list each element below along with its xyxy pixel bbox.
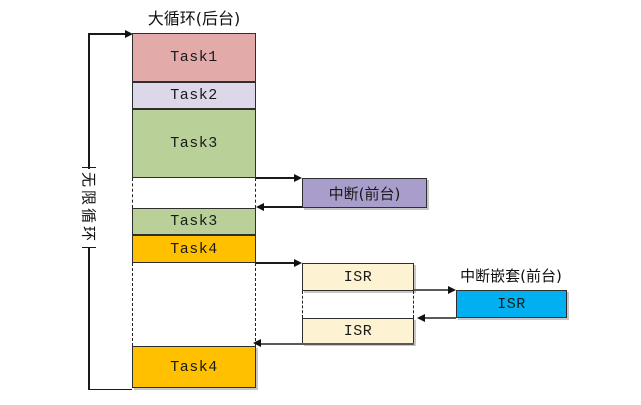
task2-box: Task2 [132,82,256,109]
arrow-to-nested-isr-head-icon [448,285,456,294]
task4-box: Task4 [132,235,256,263]
loop-tick-bottom [82,246,96,248]
task3-resume-box: Task3 [132,208,256,235]
arrow-from-nested-isr-head-icon [417,313,425,322]
gap1-dashed-left [132,178,133,208]
arrow-from-isr2-line [261,342,414,345]
isr1-box: ISR [302,263,414,291]
arrow-from-nested-isr-line [425,317,456,319]
loop-line-bottom [88,388,132,390]
loop-tick-top [82,166,96,168]
arrow-from-interrupt-head-icon [256,202,264,211]
arrow-to-interrupt-head-icon [294,173,302,182]
nested-interrupt-title: 中断嵌套(前台) [460,267,562,285]
gap1-dashed-right [254,178,256,208]
arrow-to-interrupt-line [256,177,294,179]
task1-box: Task1 [132,33,256,82]
gap2-dashed-right [254,263,256,346]
nested-isr-box: ISR [456,290,567,318]
isr-gap-dashed-right [413,291,414,318]
arrow-to-isr1-line [256,262,294,264]
arrow-from-isr2-head-icon [253,339,261,348]
loop-line-top [88,33,126,35]
interrupt-box: 中断(前台) [302,178,427,208]
loop-arrowhead-icon [125,29,133,38]
infinite-loop-label: 无限循环 [78,168,100,248]
main-loop-title: 大循环(后台) [147,9,241,28]
task4-resume-box: Task4 [132,346,256,388]
isr-gap-dashed-left [302,291,303,318]
arrow-to-nested-isr-line [414,289,448,291]
arrow-to-isr1-head-icon [294,258,302,267]
task3-box: Task3 [132,109,256,178]
isr2-box: ISR [302,318,414,344]
gap2-dashed-left [132,263,133,346]
arrow-from-interrupt-line [264,206,302,208]
